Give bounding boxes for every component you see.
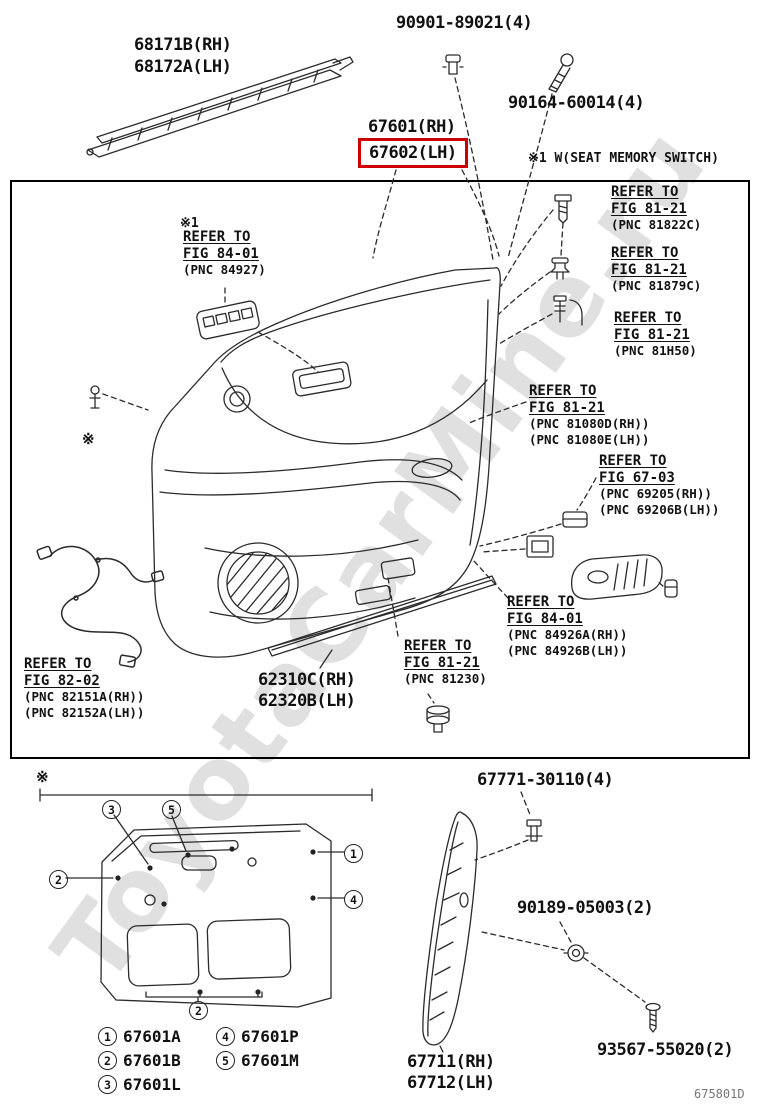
- asterisk-main: ※: [82, 430, 95, 448]
- ref-callout-6703[interactable]: REFER TO FIG 67-03 (PNC 69205(RH)) (PNC …: [599, 453, 720, 517]
- ref-callout-8202[interactable]: REFER TO FIG 82-02 (PNC 82151A(RH)) (PNC…: [24, 656, 145, 720]
- ref-line: REFER TO: [611, 184, 679, 200]
- ref-callout-81230[interactable]: REFER TO FIG 81-21 (PNC 81230): [404, 638, 487, 687]
- pnc-line: (PNC 82151A(RH)): [24, 689, 145, 705]
- legend-item-2[interactable]: 2 67601B: [98, 1051, 181, 1070]
- legend-circle-4: 4: [216, 1027, 235, 1046]
- legend-code-3: 67601L: [123, 1075, 181, 1094]
- legend-circle-5: 5: [216, 1051, 235, 1070]
- part-label-67602: 67602(LH): [369, 143, 457, 163]
- clip-drawing-67771: [525, 819, 543, 842]
- ref-callout-84926[interactable]: REFER TO FIG 84-01 (PNC 84926A(RH)) (PNC…: [507, 594, 628, 658]
- ref-line: REFER TO: [611, 245, 679, 261]
- ref-line: REFER TO: [507, 594, 575, 610]
- legend-circle-2: 2: [98, 1051, 117, 1070]
- part-label-90189[interactable]: 90189-05003(2): [517, 898, 654, 918]
- leader-lines-bottom: [474, 791, 646, 1003]
- legend-circle-3: 3: [98, 1075, 117, 1094]
- part-label-67711[interactable]: 67711(RH): [407, 1052, 495, 1072]
- callout-circle-5[interactable]: 5: [162, 800, 181, 819]
- part-label-62320b[interactable]: 62320B(LH): [258, 691, 356, 711]
- pnc-line: (PNC 84927): [183, 262, 266, 278]
- asterisk-bottom: ※: [36, 768, 49, 786]
- highlighted-part-box[interactable]: 67602(LH): [358, 138, 468, 168]
- ref-line: REFER TO: [183, 229, 251, 245]
- ref-callout-81822c[interactable]: REFER TO FIG 81-21 (PNC 81822C): [611, 184, 702, 233]
- screw-drawing-90164: [548, 53, 574, 93]
- ref-line: FIG 82-02: [24, 672, 100, 689]
- ref-line: FIG 67-03: [599, 469, 675, 486]
- ref-line: FIG 84-01: [507, 610, 583, 627]
- pnc-line: (PNC 69205(RH)): [599, 486, 712, 502]
- ref-line: FIG 81-21: [404, 654, 480, 671]
- legend-code-5: 67601M: [241, 1051, 299, 1070]
- ref-line: REFER TO: [404, 638, 472, 654]
- ref-line: REFER TO: [614, 310, 682, 326]
- part-label-90901[interactable]: 90901-89021(4): [396, 13, 533, 33]
- legend-code-2: 67601B: [123, 1051, 181, 1070]
- clip-drawing-90901: [442, 54, 464, 75]
- pnc-line: (PNC 69206B(LH)): [599, 501, 720, 517]
- part-label-90164[interactable]: 90164-60014(4): [508, 93, 645, 113]
- part-label-67601[interactable]: 67601(RH): [368, 117, 456, 137]
- legend-item-3[interactable]: 3 67601L: [98, 1075, 181, 1094]
- ref-callout-81080[interactable]: REFER TO FIG 81-21 (PNC 81080D(RH)) (PNC…: [529, 383, 650, 447]
- part-label-93567[interactable]: 93567-55020(2): [597, 1040, 734, 1060]
- legend-code-1: 67601A: [123, 1027, 181, 1046]
- ref-line: REFER TO: [529, 383, 597, 399]
- callout-circle-1[interactable]: 1: [344, 844, 363, 863]
- pnc-line: (PNC 81822C): [611, 217, 702, 233]
- callout-circle-3[interactable]: 3: [102, 800, 121, 819]
- ref-line: FIG 84-01: [183, 245, 259, 262]
- legend-item-1[interactable]: 1 67601A: [98, 1027, 181, 1046]
- part-label-67771[interactable]: 67771-30110(4): [477, 770, 614, 790]
- callout-circle-2[interactable]: 2: [49, 870, 68, 889]
- callout-circle-4[interactable]: 4: [344, 890, 363, 909]
- ref-line: FIG 81-21: [614, 326, 690, 343]
- ref-line: REFER TO: [599, 453, 667, 469]
- doc-code: 675801D: [694, 1087, 745, 1101]
- ref-line: FIG 81-21: [529, 399, 605, 416]
- grommet-drawing-90189: [563, 944, 589, 962]
- part-label-67712[interactable]: 67712(LH): [407, 1073, 495, 1093]
- legend-item-5[interactable]: 5 67601M: [216, 1051, 299, 1070]
- legend-item-4[interactable]: 4 67601P: [216, 1027, 299, 1046]
- pnc-line: (PNC 81H50): [614, 343, 697, 359]
- screw-drawing-93567: [645, 1002, 661, 1033]
- ref-line: FIG 81-21: [611, 261, 687, 278]
- callout-circle-2b[interactable]: 2: [189, 1001, 208, 1020]
- pnc-line: (PNC 82152A(LH)): [24, 704, 145, 720]
- ref-callout-81879c[interactable]: REFER TO FIG 81-21 (PNC 81879C): [611, 245, 702, 294]
- pnc-line: (PNC 81080D(RH)): [529, 416, 650, 432]
- ref-line: REFER TO: [24, 656, 92, 672]
- pillar-garnish-drawing: [422, 811, 478, 1053]
- pnc-line: (PNC 84926B(LH)): [507, 642, 628, 658]
- pnc-line: (PNC 81230): [404, 671, 487, 687]
- pnc-line: (PNC 81080E(LH)): [529, 431, 650, 447]
- part-label-68171b[interactable]: 68171B(RH): [134, 35, 232, 55]
- legend-circle-1: 1: [98, 1027, 117, 1046]
- seat-memory-note: ※1 W(SEAT MEMORY SWITCH): [528, 151, 719, 166]
- pnc-line: (PNC 81879C): [611, 278, 702, 294]
- ref-callout-81h50[interactable]: REFER TO FIG 81-21 (PNC 81H50): [614, 310, 697, 359]
- flag-note: ※1: [180, 216, 199, 231]
- part-label-62310c[interactable]: 62310C(RH): [258, 670, 356, 690]
- legend-code-4: 67601P: [241, 1027, 299, 1046]
- ref-callout-84927[interactable]: REFER TO FIG 84-01 (PNC 84927): [183, 229, 266, 278]
- ref-line: FIG 81-21: [611, 200, 687, 217]
- pnc-line: (PNC 84926A(RH)): [507, 627, 628, 643]
- part-label-68172a[interactable]: 68172A(LH): [134, 57, 232, 77]
